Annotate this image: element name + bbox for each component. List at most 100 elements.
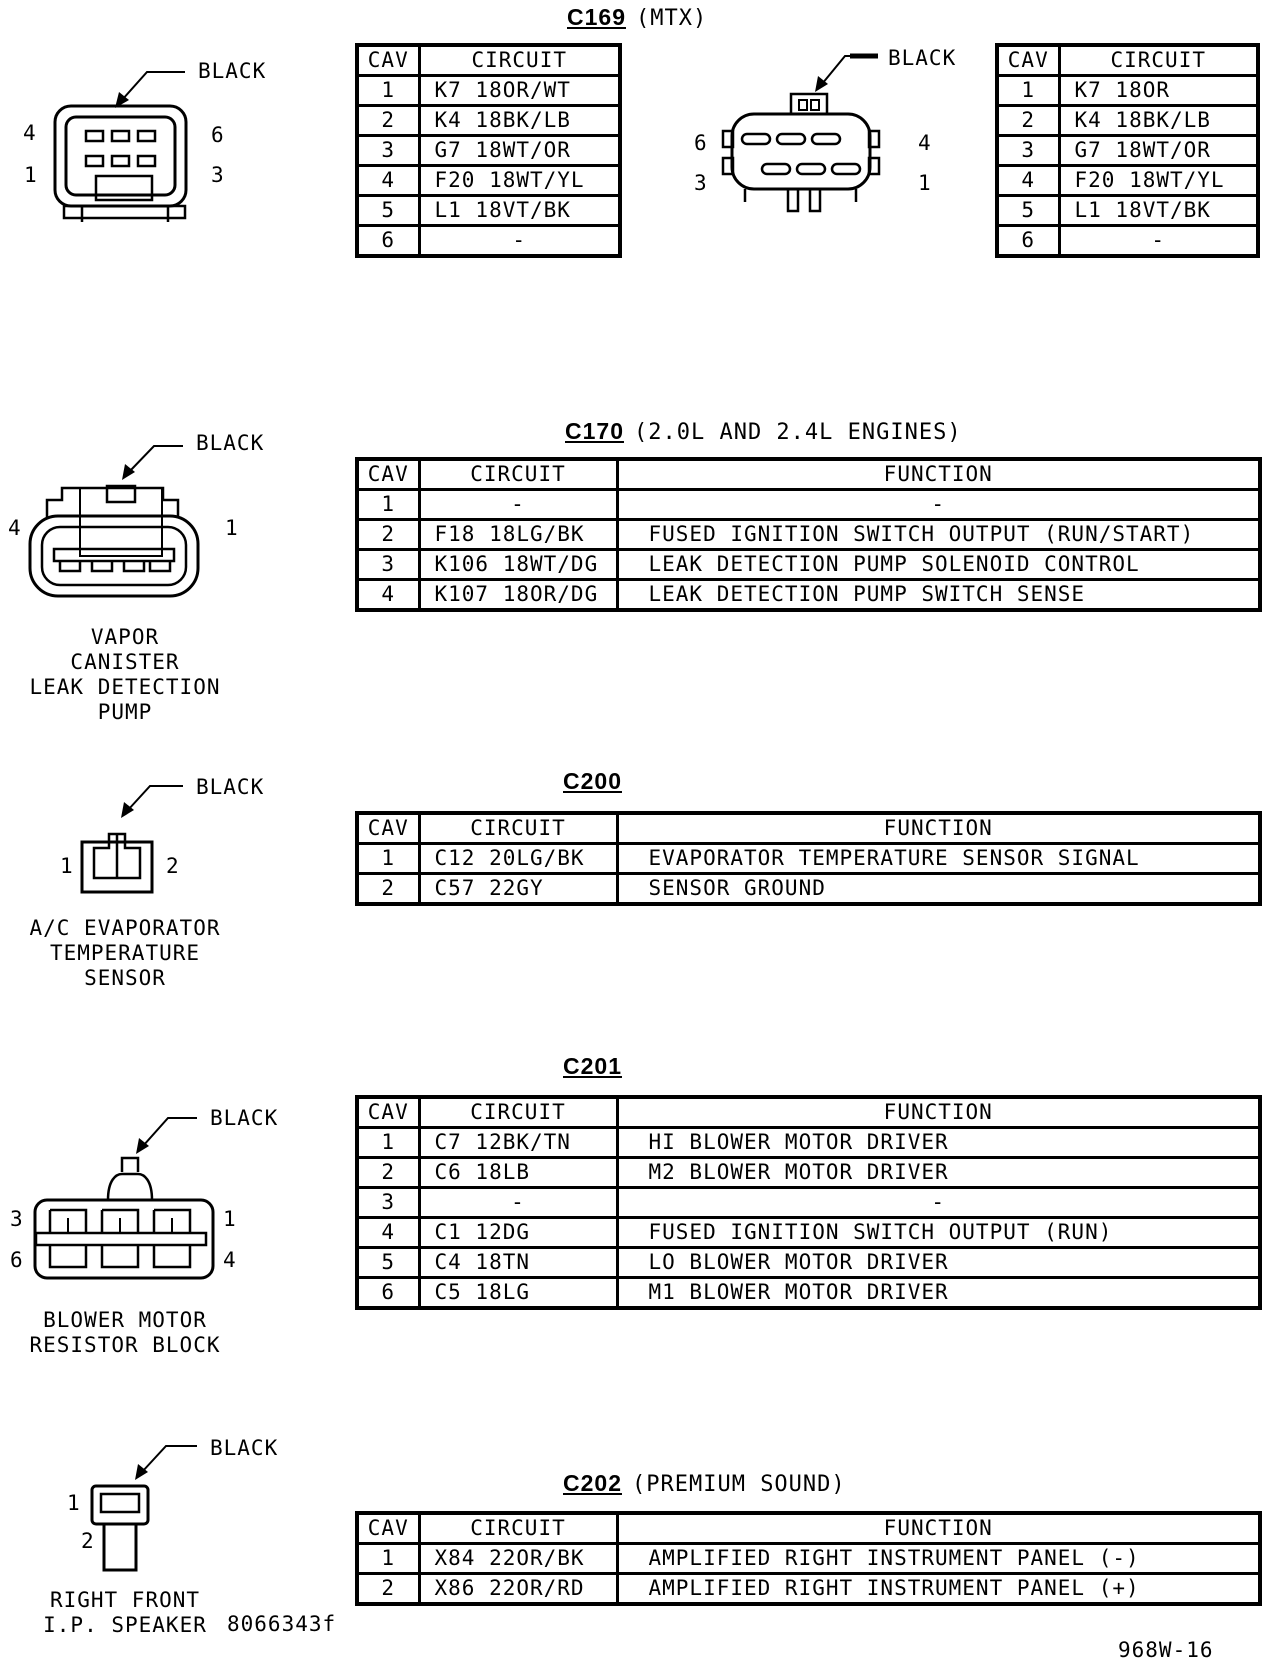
cav-cell: 4 bbox=[355, 164, 421, 197]
caption-line: PUMP bbox=[97, 700, 153, 724]
cav-cell: 3 bbox=[355, 1186, 421, 1219]
c169-right-pin-label: 6 bbox=[694, 131, 708, 155]
header-function: FUNCTION bbox=[615, 457, 1262, 491]
connector-id: C200 bbox=[563, 768, 622, 794]
circuit-cell: C1 12DG bbox=[417, 1216, 619, 1249]
table-row: 3-- bbox=[355, 1186, 1262, 1219]
header-circuit: CIRCUIT bbox=[417, 457, 619, 491]
cav-cell: 5 bbox=[355, 1246, 421, 1279]
circuit-cell: L1 18VT/BK bbox=[417, 194, 622, 227]
c169-left-pin-label: 1 bbox=[24, 163, 38, 187]
circuit-cell: - bbox=[1057, 224, 1260, 258]
c200-title: C200 bbox=[563, 770, 622, 794]
caption-line: SENSOR bbox=[84, 966, 166, 990]
circuit-cell: L1 18VT/BK bbox=[1057, 194, 1260, 227]
circuit-cell: C7 12BK/TN bbox=[417, 1126, 619, 1159]
cav-cell: 4 bbox=[995, 164, 1061, 197]
c169-right-wire-label: BLACK bbox=[888, 46, 957, 70]
function-cell: AMPLIFIED RIGHT INSTRUMENT PANEL (+) bbox=[615, 1572, 1262, 1606]
caption-line: I.P. SPEAKER bbox=[43, 1613, 207, 1637]
header-cav: CAV bbox=[355, 1511, 421, 1545]
connector-note: (2.0L AND 2.4L ENGINES) bbox=[633, 420, 962, 445]
circuit-cell: C12 20LG/BK bbox=[417, 842, 619, 875]
c169-right-pin-label: 3 bbox=[694, 171, 708, 195]
c170-title: C170(2.0L AND 2.4L ENGINES) bbox=[565, 420, 962, 444]
function-cell: - bbox=[615, 488, 1262, 521]
circuit-cell: - bbox=[417, 488, 619, 521]
c200-connector-drawing bbox=[80, 785, 183, 894]
circuit-cell: X86 22OR/RD bbox=[417, 1572, 619, 1606]
connector-id: C202 bbox=[563, 1470, 622, 1496]
cav-cell: 2 bbox=[995, 104, 1061, 137]
c201-caption: BLOWER MOTOR RESISTOR BLOCK bbox=[0, 1308, 275, 1358]
cav-cell: 3 bbox=[355, 134, 421, 167]
caption-line: TEMPERATURE bbox=[49, 941, 201, 965]
header-cav: CAV bbox=[355, 811, 421, 845]
cav-cell: 1 bbox=[995, 74, 1061, 107]
circuit-cell: K106 18WT/DG bbox=[417, 548, 619, 581]
table-header-row: CAV CIRCUIT FUNCTION bbox=[355, 811, 1262, 845]
c169-left-pin-label: 3 bbox=[211, 163, 225, 187]
header-cav: CAV bbox=[355, 43, 421, 77]
function-cell: LEAK DETECTION PUMP SWITCH SENSE bbox=[615, 578, 1262, 612]
table-header-row: CAV CIRCUIT bbox=[355, 43, 622, 77]
table-header-row: CAV CIRCUIT FUNCTION bbox=[355, 457, 1262, 491]
figure-code: 968W-16 bbox=[1118, 1638, 1214, 1662]
caption-line: RESISTOR BLOCK bbox=[29, 1333, 221, 1357]
header-cav: CAV bbox=[355, 1095, 421, 1129]
circuit-cell: G7 18WT/OR bbox=[1057, 134, 1260, 167]
c202-pin-label: 1 bbox=[67, 1491, 81, 1515]
header-circuit: CIRCUIT bbox=[417, 1095, 619, 1129]
c201-pin-label: 3 bbox=[10, 1207, 24, 1231]
circuit-cell: F18 18LG/BK bbox=[417, 518, 619, 551]
part-number: 8066343f bbox=[227, 1612, 337, 1636]
cav-cell: 2 bbox=[355, 518, 421, 551]
caption-line: RIGHT FRONT bbox=[49, 1588, 201, 1612]
c201-connector-drawing bbox=[33, 1117, 215, 1280]
function-cell: M2 BLOWER MOTOR DRIVER bbox=[615, 1156, 1262, 1189]
cav-cell: 1 bbox=[355, 488, 421, 521]
table-header-row: CAV CIRCUIT FUNCTION bbox=[355, 1095, 1262, 1129]
c201-pin-label: 6 bbox=[10, 1248, 24, 1272]
function-cell: FUSED IGNITION SWITCH OUTPUT (RUN) bbox=[615, 1216, 1262, 1249]
circuit-cell: K107 18OR/DG bbox=[417, 578, 619, 612]
header-circuit: CIRCUIT bbox=[417, 43, 622, 77]
table-header-row: CAV CIRCUIT bbox=[995, 43, 1260, 77]
c202-wire-label: BLACK bbox=[210, 1436, 279, 1460]
c169-left-pin-label: 4 bbox=[23, 121, 37, 145]
caption-line: LEAK DETECTION bbox=[29, 675, 221, 699]
table-row: 1-- bbox=[355, 488, 1262, 521]
header-circuit: CIRCUIT bbox=[417, 811, 619, 845]
c202-caption: RIGHT FRONT I.P. SPEAKER bbox=[0, 1588, 275, 1638]
c201-pin-label: 4 bbox=[223, 1248, 237, 1272]
c201-wire-label: BLACK bbox=[210, 1106, 279, 1130]
cav-cell: 6 bbox=[355, 224, 421, 258]
cav-cell: 1 bbox=[355, 74, 421, 107]
circuit-cell: C4 18TN bbox=[417, 1246, 619, 1279]
header-circuit: CIRCUIT bbox=[417, 1511, 619, 1545]
c200-pin-label: 1 bbox=[60, 854, 74, 878]
cav-cell: 3 bbox=[355, 548, 421, 581]
circuit-cell: K4 18BK/LB bbox=[1057, 104, 1260, 137]
cav-cell: 5 bbox=[995, 194, 1061, 227]
circuit-cell: K4 18BK/LB bbox=[417, 104, 622, 137]
header-cav: CAV bbox=[355, 457, 421, 491]
c200-pin-label: 2 bbox=[166, 854, 180, 878]
cav-cell: 4 bbox=[355, 578, 421, 612]
connector-note: (MTX) bbox=[635, 6, 708, 31]
cav-cell: 1 bbox=[355, 1126, 421, 1159]
